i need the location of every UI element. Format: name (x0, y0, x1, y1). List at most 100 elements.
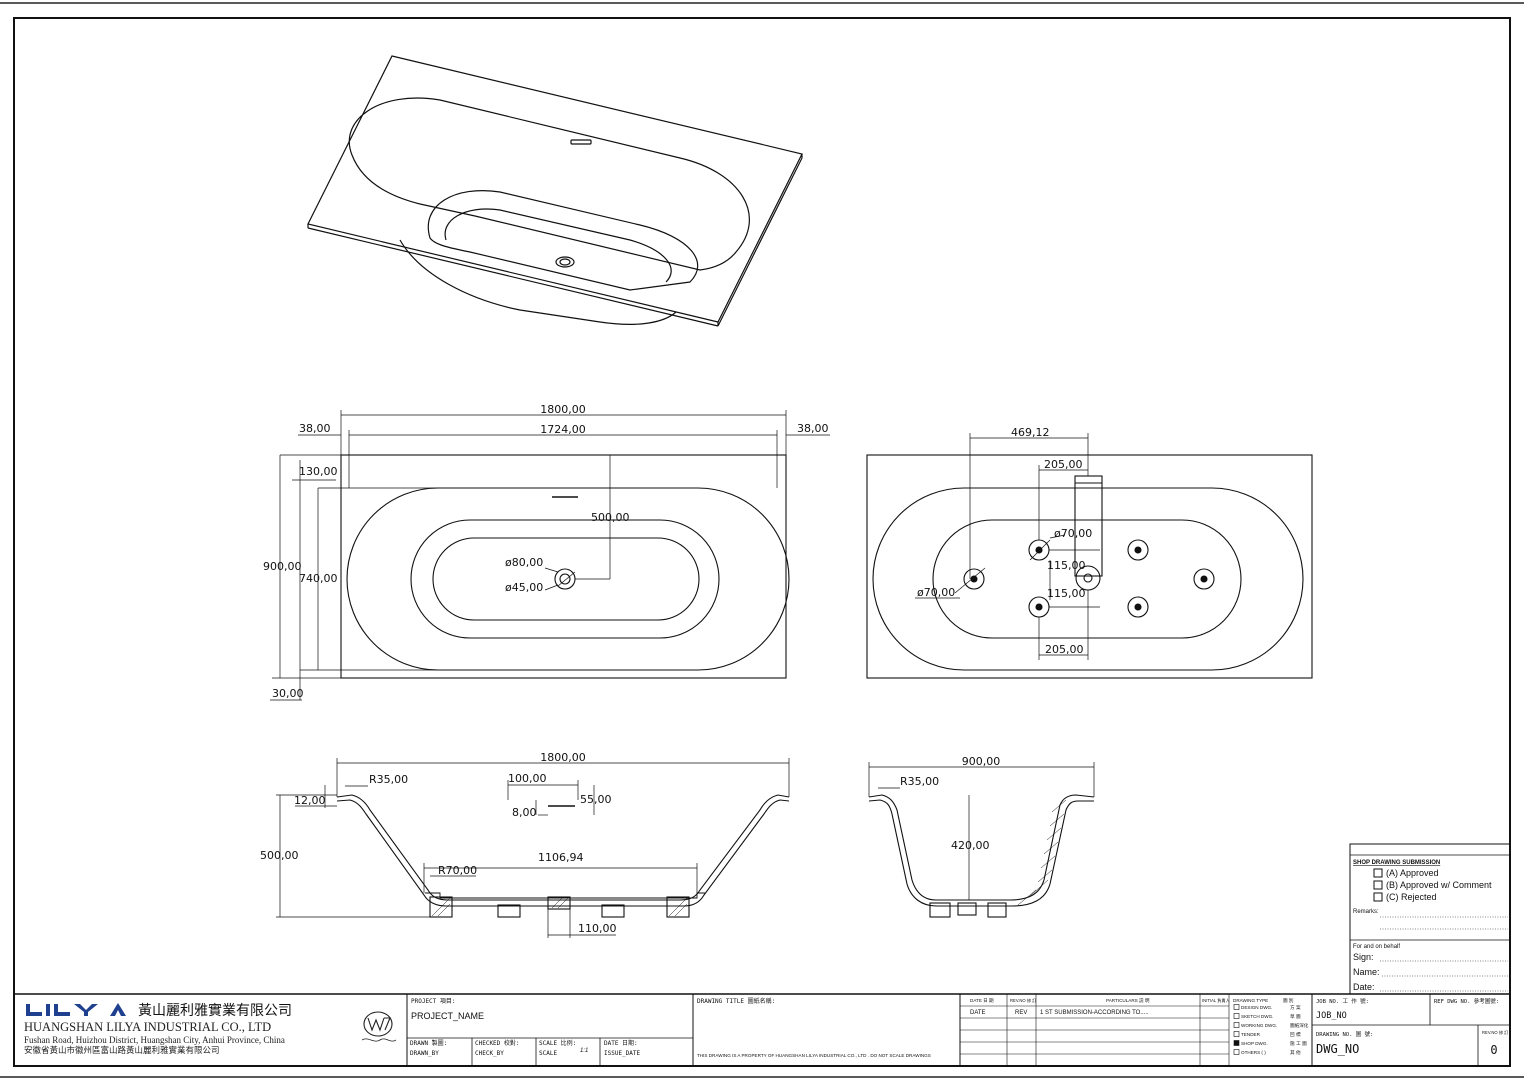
property-note: THIS DRAWING IS A PROPERTY OF HUANGSHAN … (697, 1053, 931, 1058)
project-label: PROJECT 項目: (411, 998, 456, 1005)
ref-label: REF DWG NO. 參考圖號: (1434, 997, 1499, 1005)
drawn-label: DRAWN 製圖: (410, 1039, 447, 1047)
initial-header: INITIAL 負責人 (1202, 997, 1231, 1004)
drawing-type-cn-label: 方 案 (1290, 1004, 1301, 1011)
submission-title: SHOP DRAWING SUBMISSION (1353, 860, 1440, 866)
dim-rim-right: 38,00 (797, 422, 829, 435)
company-address-cn: 安徽省黃山市徽州區富山路黃山麗利雅實業有限公司 (24, 1045, 220, 1056)
dim-jet-spacing-top: 205,00 (1044, 458, 1083, 471)
drawing-type-checkbox[interactable] (1233, 1022, 1240, 1028)
dim-long-length: 1800,00 (540, 751, 586, 764)
dwg-label: DRAWING NO. 圖 號: (1316, 1030, 1373, 1038)
company-block: 黃山麗利雅實業有限公司 HUANGSHAN LILYA INDUSTRIAL C… (24, 1002, 397, 1056)
dim-floor-length: 1106,94 (538, 851, 584, 864)
sign-label: Sign: (1353, 952, 1374, 962)
remarks-label: Remarks: (1353, 909, 1379, 915)
drawing-type-checkbox[interactable] (1233, 1040, 1240, 1046)
company-name-cn: 黃山麗利雅實業有限公司 (138, 1002, 292, 1019)
dim-long-height: 500,00 (260, 849, 299, 862)
dim-rim-thickness: 12,00 (294, 794, 326, 807)
title-block (14, 993, 1510, 1066)
dim-floor-radius: R70,00 (438, 864, 477, 877)
drawing-type-label: DESIGN DWG. (1241, 1005, 1272, 1010)
dim-overflow-slot: 8,00 (512, 806, 537, 819)
approved-checkbox[interactable] (1373, 868, 1383, 878)
long-section-view (276, 758, 790, 938)
drawing-type-label: SKETCH DWG. (1241, 1014, 1273, 1019)
dim-drain-outer: ø80,00 (505, 556, 543, 569)
drawing-type-cn-label: 草 圖 (1290, 1013, 1301, 1020)
drawing-type-cn-label: 回 標 (1290, 1031, 1301, 1038)
drawing-type-checkbox[interactable] (1233, 1049, 1240, 1055)
drawing-type-label: WORKING DWG. (1241, 1023, 1277, 1028)
company-name-en: HUANGSHAN LILYA INDUSTRIAL CO., LTD (24, 1020, 271, 1034)
drawing-type-checkbox[interactable] (1233, 1004, 1240, 1010)
dim-drain-inner: ø45,00 (505, 581, 543, 594)
approved-comment-checkbox[interactable] (1373, 880, 1383, 890)
name-label: Name: (1353, 967, 1380, 977)
dim-cross-rim-radius: R35,00 (900, 775, 939, 788)
dim-drain-offset: 500,00 (591, 511, 630, 524)
long-section-dimensions: 1800,00 R35,00 100,00 12,00 55,00 8,00 5… (260, 751, 617, 935)
isometric-view (307, 55, 803, 327)
particulars-header: PARTICULARS 説 明 (1106, 997, 1150, 1004)
submission-box: SHOP DRAWING SUBMISSION (A) Approved (B)… (1349, 843, 1511, 995)
plan-view (270, 410, 830, 701)
drawing-type-cn-label: 施 工 圖 (1290, 1040, 1307, 1047)
job-label: JOB NO. 工 作 號: (1316, 997, 1369, 1005)
drawing-type-label: OTHERS ( ) (1241, 1050, 1266, 1055)
drawing-type-checkbox[interactable] (1233, 1031, 1240, 1037)
dim-jet-spacing-v2: 115,00 (1047, 587, 1086, 600)
behalf-label: For and on behalf (1353, 944, 1400, 950)
approved-option: (A) Approved (1386, 868, 1439, 878)
dim-jet-dia-1: ø70,00 (1054, 527, 1092, 540)
drawing-type-checkbox[interactable] (1233, 1013, 1240, 1019)
dim-overall-length: 1800,00 (540, 403, 586, 416)
drawing-type-cn-label: 其 他 (1290, 1049, 1301, 1056)
rev-no-value: 0 (1490, 1043, 1497, 1057)
rejected-checkbox[interactable] (1373, 892, 1383, 902)
dim-jet-spacing-v1: 115,00 (1047, 559, 1086, 572)
dim-jet-spacing-bottom: 205,00 (1045, 643, 1084, 656)
dim-inner-length: 1724,00 (540, 423, 586, 436)
cross-section-view (868, 762, 1095, 918)
company-address-en: Fushan Road, Huizhou District, Huangshan… (24, 1035, 285, 1045)
dim-overflow-width: 100,00 (508, 772, 547, 785)
dim-overflow-height: 55,00 (580, 793, 612, 806)
dim-rim-left: 38,00 (299, 422, 331, 435)
scale-value: SCALE (539, 1050, 557, 1057)
dim-overall-width: 900,00 (263, 560, 302, 573)
job-value: JOB_NO (1316, 1011, 1347, 1021)
jet-nozzles (963, 539, 1215, 618)
date-field-value: ISSUE_DATE (604, 1050, 641, 1057)
date-field-label: DATE 日期: (604, 1039, 638, 1047)
jet-plan-view (866, 433, 1313, 679)
date-label: Date: (1353, 982, 1375, 992)
drawn-value: DRAWN_BY (410, 1050, 439, 1057)
rejected-option: (C) Rejected (1386, 892, 1437, 902)
rev-row-rev: REV (1015, 1010, 1027, 1016)
plan-dimensions: 1800,00 1724,00 38,00 38,00 130,00 900,0… (263, 403, 829, 700)
checked-value: CHECK_BY (475, 1050, 504, 1057)
drawing-type-cn-label: 圖紙深化 (1290, 1022, 1309, 1029)
dim-inner-width: 740,00 (299, 572, 338, 585)
revision-table: DATE 日 期 REV.NO 修 訂 PARTICULARS 説 明 INIT… (970, 997, 1231, 1016)
drawing-title-label: DRAWING TITLE 圖紙名稱: (697, 997, 775, 1005)
rev-date-header: DATE 日 期 (970, 998, 994, 1004)
dim-cross-width: 900,00 (962, 755, 1001, 768)
approved-comment-option: (B) Approved w/ Comment (1386, 880, 1492, 890)
rev-no-header: REV.NO 修 訂 (1010, 997, 1037, 1004)
dim-bottom-offset: 30,00 (272, 687, 304, 700)
drawing-type-label: TENDER (1241, 1032, 1261, 1037)
dim-top-offset: 130,00 (299, 465, 338, 478)
dim-jet-offset: 469,12 (1011, 426, 1050, 439)
cross-section-dimensions: 900,00 R35,00 420,00 (900, 755, 1000, 852)
dim-cross-depth: 420,00 (951, 839, 990, 852)
rev-no-label: REV.NO 修 訂 (1482, 1029, 1509, 1036)
checked-label: CHECKED 校對: (475, 1039, 520, 1047)
job-dwg-block: JOB NO. 工 作 號: JOB_NO REF DWG NO. 參考圖號: … (1316, 997, 1509, 1057)
scale-ratio: 1:1 (580, 1048, 588, 1054)
dim-drain-spacing: 110,00 (578, 922, 617, 935)
